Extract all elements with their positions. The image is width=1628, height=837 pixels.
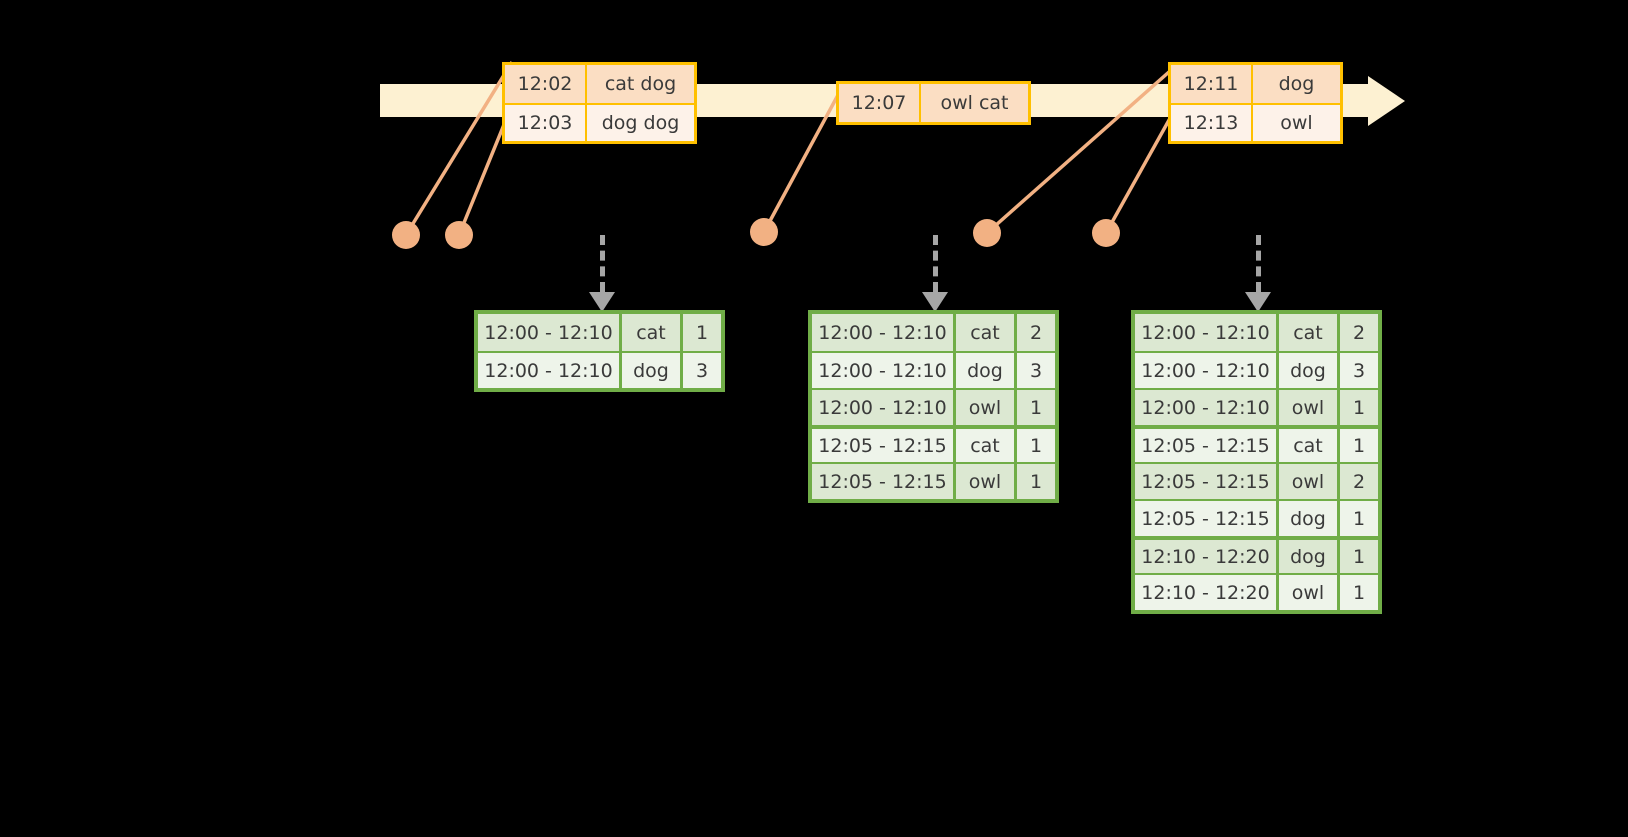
count-cell: 1 <box>1340 501 1378 536</box>
event-time: 12:07 <box>839 84 921 122</box>
event-words: cat dog <box>587 65 694 103</box>
word-cell: cat <box>956 314 1017 351</box>
event-words: dog <box>1253 65 1340 103</box>
window-cell: 12:00 - 12:10 <box>478 353 622 388</box>
event-time: 12:11 <box>1171 65 1253 103</box>
window-cell: 12:00 - 12:10 <box>812 390 956 425</box>
count-cell: 2 <box>1340 314 1378 351</box>
word-cell: dog <box>956 353 1017 388</box>
connector-dot-3 <box>750 218 778 246</box>
event-words: owl <box>1253 105 1340 141</box>
count-cell: 1 <box>1340 429 1378 462</box>
dashed-arrow-2-line <box>933 235 938 292</box>
count-cell: 1 <box>1340 390 1378 425</box>
window-cell: 12:00 - 12:10 <box>812 314 956 351</box>
word-cell: cat <box>622 314 683 351</box>
event-words: dog dog <box>587 105 694 141</box>
window-cell: 12:05 - 12:15 <box>812 464 956 499</box>
word-cell: owl <box>1279 390 1340 425</box>
window-cell: 12:10 - 12:20 <box>1135 575 1279 610</box>
dashed-arrow-3-line <box>1256 235 1261 292</box>
dashed-arrow-1-head-icon <box>589 292 615 312</box>
window-cell: 12:00 - 12:10 <box>1135 353 1279 388</box>
word-cell: owl <box>1279 464 1340 499</box>
word-cell: owl <box>956 464 1017 499</box>
window-cell: 12:00 - 12:10 <box>812 353 956 388</box>
word-cell: dog <box>1279 540 1340 573</box>
window-cell: 12:10 - 12:20 <box>1135 540 1279 573</box>
word-cell: cat <box>1279 314 1340 351</box>
count-cell: 2 <box>1340 464 1378 499</box>
window-cell: 12:05 - 12:15 <box>1135 429 1279 462</box>
count-cell: 3 <box>1340 353 1378 388</box>
timeline-arrowhead-icon <box>1368 76 1405 126</box>
event-time: 12:13 <box>1171 105 1253 141</box>
connector-dot-1 <box>392 221 420 249</box>
event-time: 12:03 <box>505 105 587 141</box>
window-cell: 12:05 - 12:15 <box>1135 464 1279 499</box>
count-cell: 1 <box>1340 575 1378 610</box>
connector-dot-2 <box>445 221 473 249</box>
connector-dot-5 <box>1092 219 1120 247</box>
count-cell: 2 <box>1017 314 1055 351</box>
event-words: owl cat <box>921 84 1028 122</box>
count-cell: 1 <box>1017 429 1055 462</box>
window-cell: 12:00 - 12:10 <box>1135 314 1279 351</box>
count-cell: 1 <box>683 314 721 351</box>
window-cell: 12:05 - 12:15 <box>812 429 956 462</box>
dashed-arrow-3-head-icon <box>1245 292 1271 312</box>
count-cell: 1 <box>1017 390 1055 425</box>
word-cell: dog <box>622 353 683 388</box>
word-cell: dog <box>1279 501 1340 536</box>
window-cell: 12:05 - 12:15 <box>1135 501 1279 536</box>
count-cell: 1 <box>1017 464 1055 499</box>
dashed-arrow-2-head-icon <box>922 292 948 312</box>
count-cell: 3 <box>1017 353 1055 388</box>
count-cell: 3 <box>683 353 721 388</box>
window-cell: 12:00 - 12:10 <box>1135 390 1279 425</box>
dashed-arrow-1-line <box>600 235 605 292</box>
event-time: 12:02 <box>505 65 587 103</box>
word-cell: cat <box>1279 429 1340 462</box>
window-cell: 12:00 - 12:10 <box>478 314 622 351</box>
word-cell: dog <box>1279 353 1340 388</box>
connector-dot-4 <box>973 219 1001 247</box>
word-cell: cat <box>956 429 1017 462</box>
word-cell: owl <box>956 390 1017 425</box>
count-cell: 1 <box>1340 540 1378 573</box>
word-cell: owl <box>1279 575 1340 610</box>
